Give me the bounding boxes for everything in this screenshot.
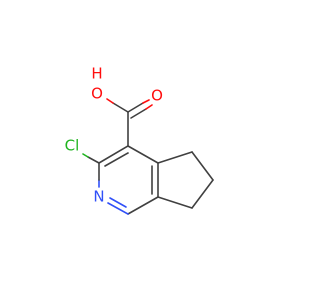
bond-c1-n [107,202,129,215]
hydroxyl-oxygen-label: O [91,85,103,103]
bond-c3-cl [82,153,89,158]
bond-c3-c4-double [104,152,129,167]
bond-c3-c4 [98,145,129,164]
bond-c4-c4a [127,145,159,164]
molecule-canvas: H O O Cl N [64,64,214,215]
bond-cooh-carbonyl [142,99,150,104]
hydroxyl-hydrogen-label: H [91,65,102,83]
bond-cooh-carbonyl-double-carbon [130,108,147,119]
bond-cooh-carbonyl-double [145,104,153,110]
bond-c3-cl-carbon [87,156,100,164]
bond-c1-n-double [109,197,127,208]
bond-c7-c7a [157,196,193,209]
chlorine-label: Cl [65,137,80,155]
structure-diagram: H O O Cl N [65,65,214,215]
nitrogen-label: N [93,188,104,206]
bond-cooh-oh-carbon [112,102,129,113]
bond-c4a-c5 [157,151,193,164]
bond-cooh-oh [106,98,114,104]
bond-c6-c7 [191,179,214,209]
bond-cooh-carbonyl-carbon [127,102,144,113]
bond-c5-c6 [191,151,214,181]
bond-c7a-c1 [127,196,159,215]
carbonyl-oxygen-label: O [151,87,163,105]
